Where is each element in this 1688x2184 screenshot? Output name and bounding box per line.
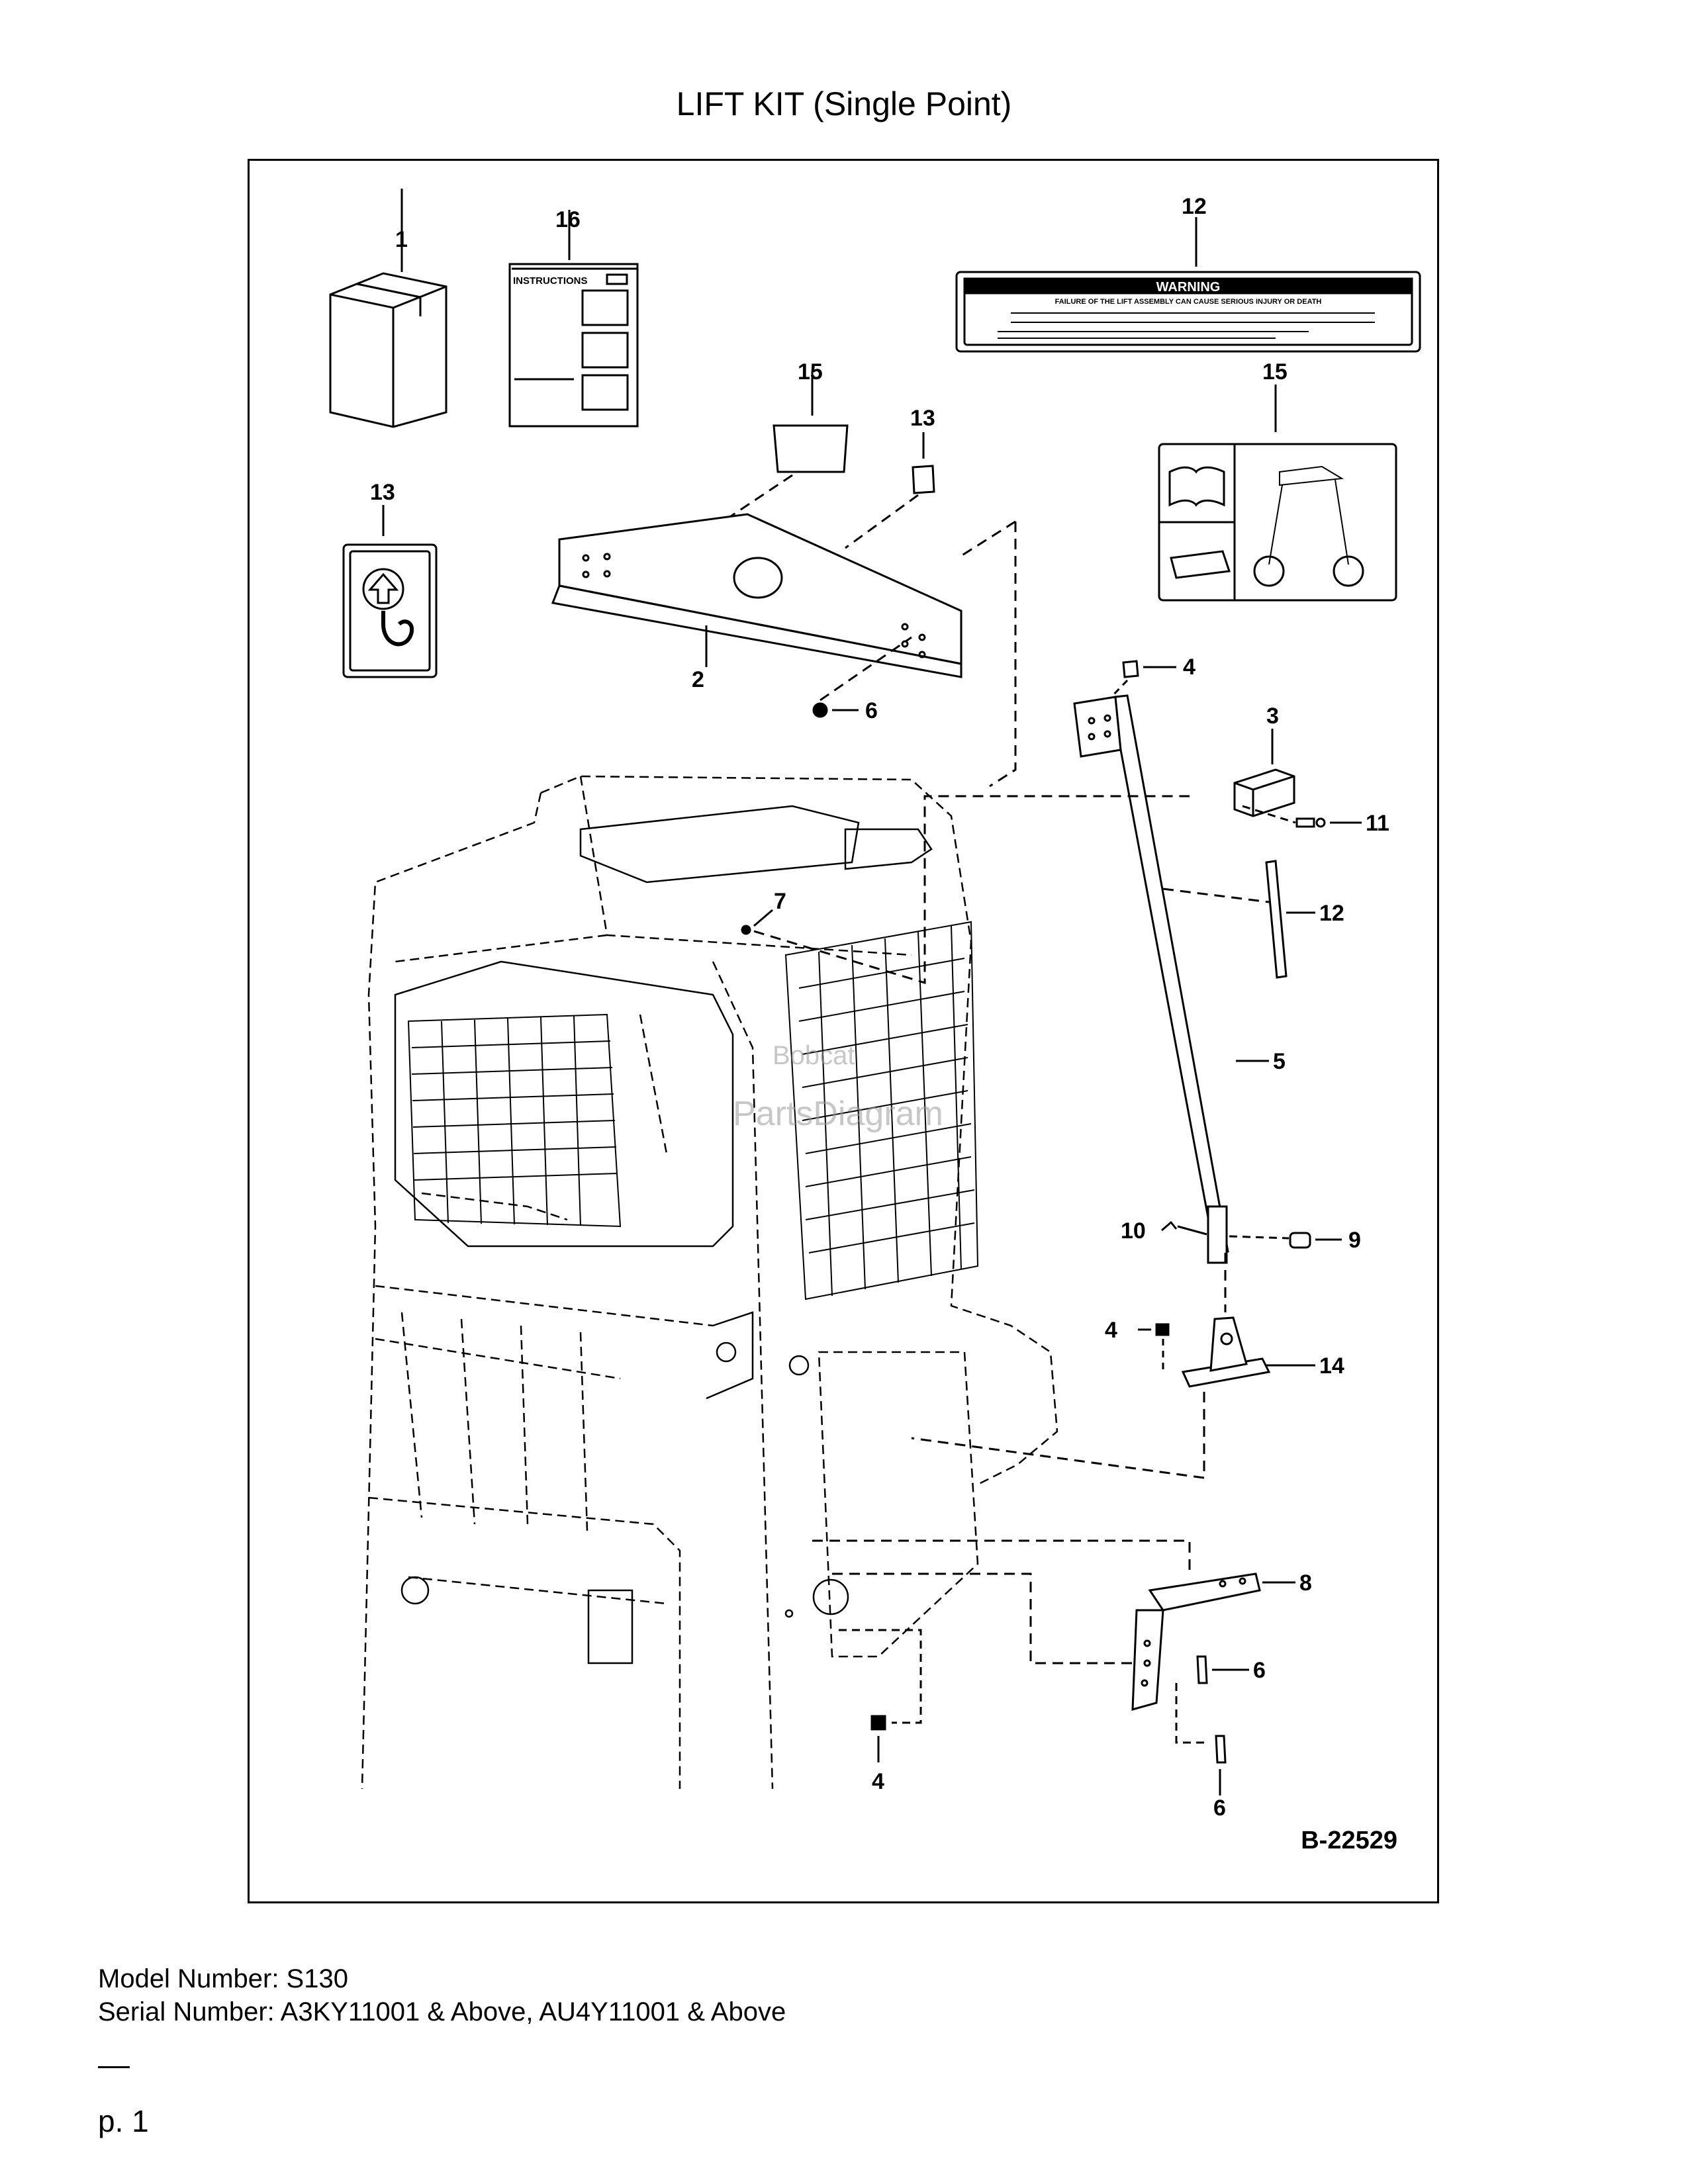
watermark-line1: Bobcat <box>773 1041 855 1070</box>
model-number: Model Number: S130 <box>98 1964 348 1993</box>
page-title: LIFT KIT (Single Point) <box>676 85 1012 122</box>
warning-label: WARNING <box>1156 280 1221 295</box>
callout-3: 3 <box>1266 704 1279 729</box>
cab-side-screen <box>407 1013 622 1228</box>
callout-13-small: 13 <box>910 406 935 431</box>
page-number: p. 1 <box>98 2104 149 2138</box>
diagram-frame: 1 16 12 15 13 15 13 2 6 4 3 11 12 7 5 10… <box>248 159 1439 1903</box>
parts-diagram: 1 16 12 15 13 15 13 2 6 4 3 11 12 7 5 10… <box>329 189 1421 1821</box>
callout-9: 9 <box>1348 1228 1361 1253</box>
callout-6-mid: 6 <box>1253 1658 1266 1683</box>
callout-6-top: 6 <box>865 698 878 723</box>
mount-bracket-part <box>911 1316 1315 1479</box>
bolt-7-part <box>741 795 1190 985</box>
lower-bracket-part <box>812 1539 1295 1796</box>
pictorial-decal-part <box>1158 385 1397 602</box>
lift-strap-part <box>1114 694 1269 1264</box>
callout-12-top: 12 <box>1182 194 1207 219</box>
strap-clip-part <box>1233 729 1295 817</box>
callout-4-mid: 4 <box>1105 1318 1117 1343</box>
callout-11: 11 <box>1366 811 1389 836</box>
callout-12-right: 12 <box>1319 901 1344 926</box>
callout-7: 7 <box>774 889 786 914</box>
warning-decal-part <box>955 217 1421 353</box>
callout-4-top: 4 <box>1183 655 1196 680</box>
lift-bracket-part <box>551 513 1017 788</box>
model-info: Model Number: S130 Serial Number: A3KY11… <box>98 1962 786 2028</box>
decal-strip-part <box>1162 860 1315 979</box>
nut-part-top <box>812 636 912 718</box>
callout-13-left: 13 <box>370 480 395 505</box>
nut-part-bottom <box>839 1629 922 1762</box>
strap-top-plate <box>1073 660 1176 758</box>
kit-box-part <box>329 189 447 428</box>
callout-5: 5 <box>1273 1049 1286 1074</box>
callout-10: 10 <box>1121 1218 1146 1244</box>
cab-front-screen <box>784 921 979 1300</box>
callout-6-bottom: 6 <box>1213 1796 1226 1821</box>
small-decal-part <box>712 371 849 529</box>
serial-number: Serial Number: A3KY11001 & Above, AU4Y11… <box>98 1997 786 2026</box>
instructions-manual-part <box>508 210 639 428</box>
callout-14: 14 <box>1319 1353 1344 1379</box>
callout-4-bottom: 4 <box>872 1769 884 1794</box>
small-lift-point-decal-part <box>845 432 935 549</box>
lift-point-decal-part <box>342 505 438 678</box>
callout-8: 8 <box>1299 1570 1312 1596</box>
warning-subtitle: FAILURE OF THE LIFT ASSEMBLY CAN CAUSE S… <box>1055 298 1322 306</box>
callout-16: 16 <box>555 207 581 232</box>
watermark-line2: PartsDiagram <box>733 1095 943 1133</box>
callout-15-top: 15 <box>798 359 823 385</box>
drawing-number: B-22529 <box>1301 1827 1397 1854</box>
screw-part <box>1242 805 1362 828</box>
callout-2: 2 <box>692 667 704 692</box>
callout-1: 1 <box>395 227 408 252</box>
pin-and-clip-parts <box>1161 1220 1342 1312</box>
loader-cab-outline <box>361 775 1058 1790</box>
footer-rule <box>98 2066 130 2068</box>
instructions-label: INSTRUCTIONS <box>513 275 588 287</box>
callout-15-right: 15 <box>1262 359 1288 385</box>
